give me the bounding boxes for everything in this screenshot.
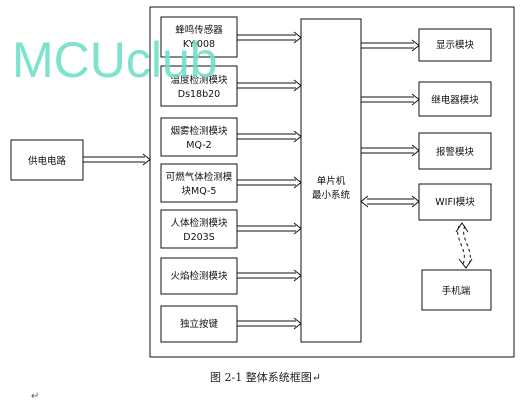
phone-label: 手机端 (442, 285, 471, 297)
sensor-block-smoke: 烟雾检测模块 MQ-2 (160, 117, 238, 157)
sensor-smoke-line2: MQ-2 (186, 140, 211, 151)
arrow-relay (361, 93, 420, 106)
sensor-smoke-line1: 烟雾检测模块 (170, 125, 228, 137)
output-display-label: 显示模块 (436, 39, 475, 51)
mcu-label-line1: 单片机 (317, 175, 346, 187)
figure-caption: 图 2-1 整体系统框图↵ (210, 371, 321, 384)
sensor-block-temperature: 温度检测模块 Ds18b20 (160, 65, 238, 107)
sensor-block-human: 人体检测模块 D203S (160, 209, 238, 249)
output-block-display: 显示模块 (418, 28, 492, 62)
arrow-wifi-bidirectional (360, 195, 420, 208)
output-wifi-label: WIFI模块 (435, 196, 475, 208)
sensor-block-flame: 火焰检测模块 (160, 257, 238, 295)
sensor-block-gas: 可燃气体检测模 块MQ-5 (160, 163, 238, 203)
output-alarm-label: 报警模块 (436, 146, 475, 158)
paragraph-mark: ↵ (31, 391, 40, 402)
sensor-block-key: 独立按键 (160, 305, 238, 343)
sensor-key-line1: 独立按键 (180, 318, 219, 330)
sensor-gas-line1: 可燃气体检测模 (166, 171, 233, 183)
mcu-label-line2: 最小系统 (312, 189, 351, 201)
sensor-arrows (237, 31, 302, 330)
sensor-block-buzzer: 蜂鸣传感器 KY-008 (160, 16, 238, 58)
output-arrows (360, 39, 420, 208)
arrow-flame (237, 269, 302, 282)
sensor-temp-line2: Ds18b20 (178, 89, 220, 100)
power-supply-label: 供电电路 (28, 155, 67, 167)
output-block-relay: 继电器模块 (418, 81, 492, 117)
arrow-alarm (361, 144, 420, 157)
output-block-alarm: 报警模块 (418, 132, 492, 170)
output-relay-label: 继电器模块 (431, 94, 479, 106)
sensor-gas-line2: 块MQ-5 (182, 185, 217, 197)
mcu-block: 单片机 最小系统 (300, 18, 362, 343)
sensor-buzzer-line2: KY-008 (183, 39, 215, 50)
sensor-human-line1: 人体检测模块 (170, 217, 228, 229)
arrow-gas (237, 176, 302, 189)
sensor-flame-line1: 火焰检测模块 (170, 270, 228, 282)
sensor-temp-line1: 温度检测模块 (170, 74, 228, 86)
svg-text:供电电路: 供电电路 (28, 155, 67, 167)
phone-block: 手机端 (421, 269, 492, 311)
wireless-link (455, 222, 473, 269)
output-block-wifi: WIFI模块 (418, 183, 492, 221)
power-supply-block: 供电电路 (10, 139, 84, 181)
arrow-smoke (237, 130, 302, 143)
power-arrow (83, 153, 151, 166)
arrow-temp (237, 79, 302, 92)
arrow-display (361, 39, 420, 52)
sensor-human-line2: D203S (183, 232, 214, 243)
system-frame (149, 6, 515, 358)
sensor-buzzer-line1: 蜂鸣传感器 (175, 24, 223, 36)
arrow-buzzer (237, 31, 302, 44)
arrow-key (237, 317, 302, 330)
arrow-human (237, 222, 302, 235)
mcuclub-watermark: MCUclub (12, 32, 218, 88)
